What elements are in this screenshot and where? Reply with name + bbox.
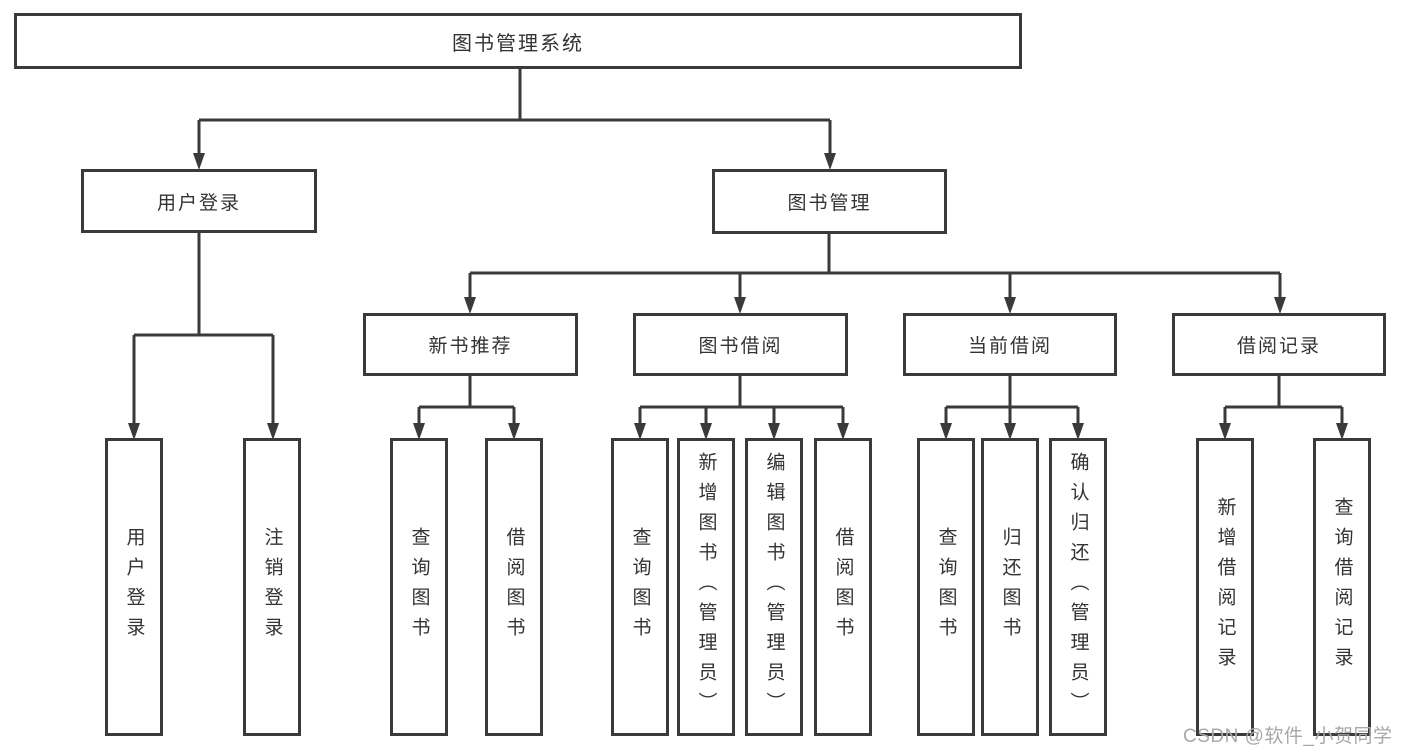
leaf-label: 用户登录 bbox=[123, 527, 145, 647]
leaf-borrow-book: 借阅图书 bbox=[814, 438, 872, 736]
node-book-management: 图书管理 bbox=[712, 169, 947, 234]
leaf-label: 注销登录 bbox=[261, 527, 283, 647]
leaf-edit-book-admin: 编辑图书（管理员） bbox=[745, 438, 803, 736]
leaf-label: 查询图书 bbox=[935, 527, 957, 647]
leaf-query-borrow-record: 查询借阅记录 bbox=[1313, 438, 1371, 736]
leaf-label: 查询图书 bbox=[408, 527, 430, 647]
node-user-login: 用户登录 bbox=[81, 169, 317, 233]
leaf-label: 借阅图书 bbox=[503, 527, 525, 647]
node-current-borrow: 当前借阅 bbox=[903, 313, 1117, 376]
leaf-label: 查询借阅记录 bbox=[1331, 497, 1353, 677]
leaf-label: 借阅图书 bbox=[832, 527, 854, 647]
leaf-recommend-borrow-book: 借阅图书 bbox=[485, 438, 543, 736]
leaf-confirm-return-admin: 确认归还（管理员） bbox=[1049, 438, 1107, 736]
node-root: 图书管理系统 bbox=[14, 13, 1022, 69]
leaf-label: 确认归还（管理员） bbox=[1067, 452, 1089, 722]
csdn-watermark: CSDN @软件_小贺同学 bbox=[1183, 726, 1393, 747]
leaf-return-book: 归还图书 bbox=[981, 438, 1039, 736]
leaf-label: 新增图书（管理员） bbox=[695, 452, 717, 722]
node-book-borrow: 图书借阅 bbox=[633, 313, 848, 376]
leaf-add-book-admin: 新增图书（管理员） bbox=[677, 438, 735, 736]
leaf-add-borrow-record: 新增借阅记录 bbox=[1196, 438, 1254, 736]
leaf-borrow-query-book: 查询图书 bbox=[611, 438, 669, 736]
leaf-current-query-book: 查询图书 bbox=[917, 438, 975, 736]
leaf-label: 归还图书 bbox=[999, 527, 1021, 647]
leaf-label: 新增借阅记录 bbox=[1214, 497, 1236, 677]
leaf-label: 查询图书 bbox=[629, 527, 651, 647]
node-borrow-records: 借阅记录 bbox=[1172, 313, 1386, 376]
leaf-label: 编辑图书（管理员） bbox=[763, 452, 785, 722]
leaf-logout: 注销登录 bbox=[243, 438, 301, 736]
leaf-recommend-query-book: 查询图书 bbox=[390, 438, 448, 736]
leaf-user-login: 用户登录 bbox=[105, 438, 163, 736]
node-new-book-recommend: 新书推荐 bbox=[363, 313, 578, 376]
